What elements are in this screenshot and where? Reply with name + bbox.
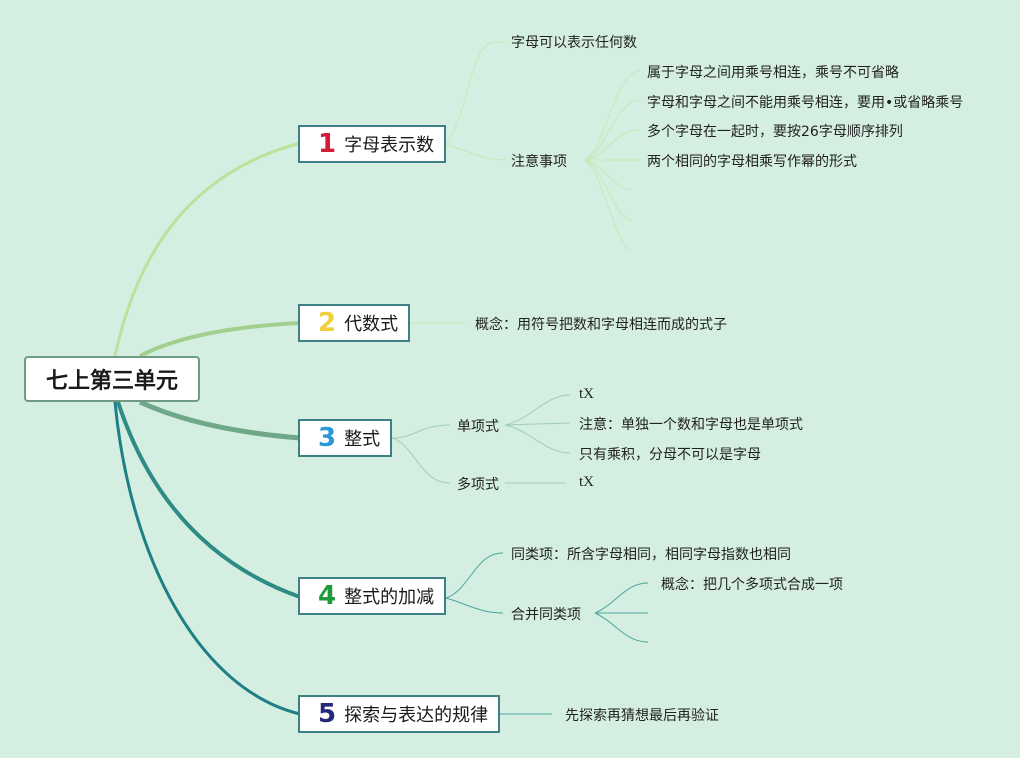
- combine-item-1[interactable]: 概念：把几个多项式合成一项: [661, 577, 843, 593]
- subtopic-monomial[interactable]: 单项式: [457, 419, 499, 435]
- topic-4-node[interactable]: 4 整式的加减: [298, 577, 446, 615]
- subtopic-explore-verify[interactable]: 先探索再猜想最后再验证: [565, 708, 719, 724]
- branch-line-5: [113, 401, 301, 716]
- subtopic-like-terms[interactable]: 同类项：所含字母相同，相同字母指数也相同: [511, 547, 791, 563]
- subtopic-polynomial[interactable]: 多项式: [457, 477, 499, 493]
- topic-5-node[interactable]: 5 探索与表达的规律: [298, 695, 500, 733]
- topic-5-label: 探索与表达的规律: [344, 705, 489, 726]
- branch-line-4: [116, 401, 301, 599]
- topic-1-label: 字母表示数: [344, 135, 435, 156]
- topic-4-label: 整式的加减: [344, 587, 435, 608]
- topic-3-label: 整式: [344, 429, 381, 450]
- subtopic-letters-any-number[interactable]: 字母可以表示任何数: [511, 35, 637, 51]
- topic-3-number: 3: [318, 423, 337, 453]
- root-node[interactable]: 七上第三单元: [24, 356, 200, 402]
- monomial-item-3[interactable]: 只有乘积，分母不可以是字母: [579, 447, 761, 463]
- subtopic-algebraic-concept[interactable]: 概念：用符号把数和字母相连而成的式子: [475, 317, 727, 333]
- topic-2-number: 2: [318, 308, 337, 338]
- note-item-4[interactable]: 两个相同的字母相乘写作幂的形式: [647, 154, 857, 170]
- note-item-1[interactable]: 属于字母之间用乘号相连，乘号不可省略: [647, 65, 899, 81]
- root-label: 七上第三单元: [45, 369, 178, 394]
- topic-2-node[interactable]: 2 代数式: [298, 304, 410, 342]
- branch-line-1: [113, 141, 301, 357]
- topic-2-label: 代数式: [344, 314, 399, 335]
- monomial-item-2[interactable]: 注意：单独一个数和字母也是单项式: [579, 417, 803, 433]
- topic-5-number: 5: [318, 699, 337, 729]
- note-item-2[interactable]: 字母和字母之间不能用乘号相连，要用•或省略乘号: [647, 95, 964, 111]
- polynomial-item-1[interactable]: tX: [579, 474, 594, 490]
- topic-4-number: 4: [318, 581, 337, 611]
- branch-line-3: [138, 399, 301, 441]
- topic-1-node[interactable]: 1 字母表示数: [298, 125, 446, 163]
- note-item-3[interactable]: 多个字母在一起时，要按26字母顺序排列: [647, 124, 903, 140]
- branch-line-2: [139, 321, 301, 358]
- subtopic-combine-like-terms[interactable]: 合并同类项: [511, 607, 581, 623]
- topic-3-node[interactable]: 3 整式: [298, 419, 392, 457]
- subtopic-notes[interactable]: 注意事项: [511, 154, 567, 170]
- monomial-item-1[interactable]: tX: [579, 386, 594, 402]
- topic-1-number: 1: [318, 129, 337, 159]
